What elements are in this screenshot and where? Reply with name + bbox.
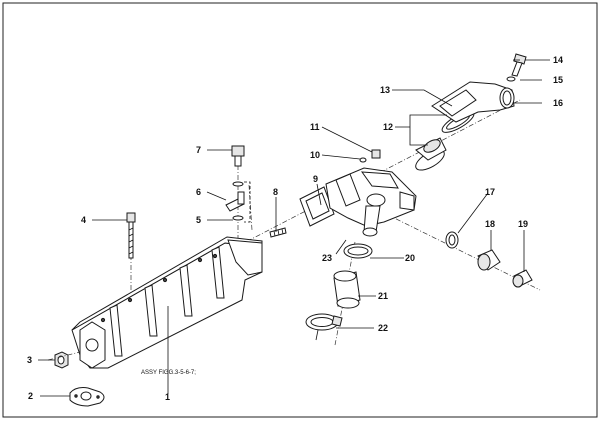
leader-lines xyxy=(38,59,542,397)
o-ring xyxy=(445,231,459,249)
callout-23: 23 xyxy=(322,253,332,263)
callout-19: 19 xyxy=(518,219,528,229)
hose-and-clamps xyxy=(305,243,373,331)
callout-21: 21 xyxy=(378,291,388,301)
callout-labels: 1 2 3 4 5 6 7 8 9 10 11 12 13 14 15 16 1… xyxy=(27,55,563,402)
callout-10: 10 xyxy=(310,150,320,160)
callout-15: 15 xyxy=(553,75,563,85)
manifold-rail xyxy=(71,236,263,369)
callout-1: 1 xyxy=(165,392,170,402)
flange-gasket xyxy=(69,387,105,407)
callout-3: 3 xyxy=(27,355,32,365)
screw-and-washer xyxy=(359,149,381,163)
callout-6: 6 xyxy=(196,187,201,197)
elbow-bolt xyxy=(506,53,527,82)
small-bolt-set xyxy=(225,145,287,238)
temperature-sensor xyxy=(477,249,501,271)
thermostat-valve xyxy=(415,111,475,171)
thermostat-housing xyxy=(325,167,417,237)
assembly-note: ASSY FIGG.3-5-6-7; xyxy=(141,370,196,376)
callout-16: 16 xyxy=(553,98,563,108)
callout-12: 12 xyxy=(383,122,393,132)
nut xyxy=(47,351,81,369)
callout-13: 13 xyxy=(380,85,390,95)
drawing-border xyxy=(2,2,598,418)
callout-17: 17 xyxy=(485,187,495,197)
callout-4: 4 xyxy=(81,215,86,225)
water-outlet-elbow xyxy=(431,81,515,123)
square-gasket xyxy=(299,186,335,227)
callout-8: 8 xyxy=(273,187,278,197)
callout-20: 20 xyxy=(405,253,415,263)
callout-7: 7 xyxy=(196,145,201,155)
callout-9: 9 xyxy=(313,174,318,184)
callout-18: 18 xyxy=(485,219,495,229)
callout-22: 22 xyxy=(378,323,388,333)
callout-5: 5 xyxy=(196,215,201,225)
plug xyxy=(512,269,533,288)
callout-14: 14 xyxy=(553,55,563,65)
callout-11: 11 xyxy=(310,122,320,132)
long-bolt xyxy=(126,212,136,259)
callout-2: 2 xyxy=(28,391,33,401)
